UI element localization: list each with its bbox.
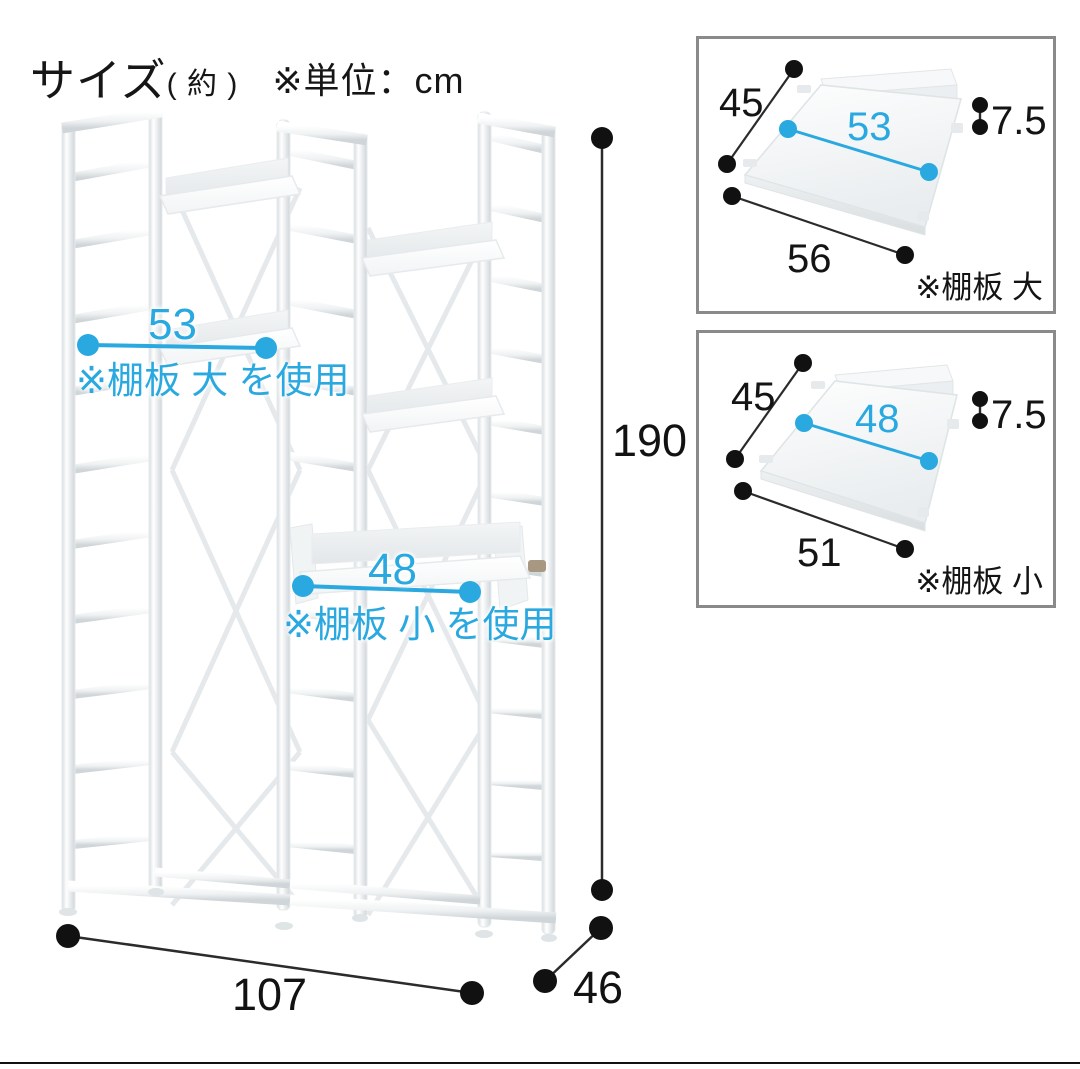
board-large-inner-width-label: 53 [847,105,892,149]
board-large-thickness-label: 7.5 [991,99,1047,143]
dimension-depth-label: 46 [573,962,624,1013]
blue-dimension-53 [77,334,277,359]
dimension-height-label: 190 [612,415,688,466]
page-title: サイズ( 約 ) ※単位：cm [30,44,464,109]
dimension-line-height [591,127,613,901]
board-small-thickness-label: 7.5 [991,393,1047,437]
shelf-board-middle-right [360,377,506,433]
board-small-caption: ※棚板 小 [915,564,1043,599]
callout-48-value: 48 [368,545,417,594]
blue-dimension-48 [292,575,481,603]
bottom-divider [0,1062,1080,1064]
shelf-board-small-48 [289,521,546,611]
dimension-line-width [56,924,484,1005]
board-large-svg [718,60,988,264]
rack-drawing-svg [56,106,613,1005]
panel-board-small: 45 48 7.5 51 ※棚板 小 [696,330,1056,608]
right-ladder-panel [477,111,556,935]
callout-53-value: 53 [148,300,197,349]
callout-48-note: ※棚板 小 を使用 [283,604,557,645]
board-large-depth-label: 45 [719,81,764,125]
board-small-width-label: 51 [797,531,842,575]
shelf-board-upper-right [360,221,506,277]
callout-53-note: ※棚板 大 を使用 [76,360,350,401]
panel-board-large: 45 53 7.5 56 ※棚板 大 [696,36,1056,314]
shelf-board-top-left [158,157,302,215]
title-main: サイズ [30,55,167,106]
board-large-caption: ※棚板 大 [915,270,1043,305]
board-large-width-label: 56 [787,237,832,281]
board-small-svg [726,354,988,558]
left-ladder-panel [61,106,163,913]
dimension-line-depth [533,916,613,993]
title-unit: ※単位：cm [272,60,465,101]
board-small-inner-width-label: 48 [855,397,900,441]
dimension-width-label: 107 [232,969,308,1020]
base-frame [59,867,557,942]
rack-illustration: 53 ※棚板 大 を使用 48 ※棚板 小 を使用 190 107 46 [56,106,688,1020]
title-approx: ( 約 ) [166,68,239,101]
middle-ladder-panel [276,119,368,919]
board-small-depth-label: 45 [731,375,776,419]
